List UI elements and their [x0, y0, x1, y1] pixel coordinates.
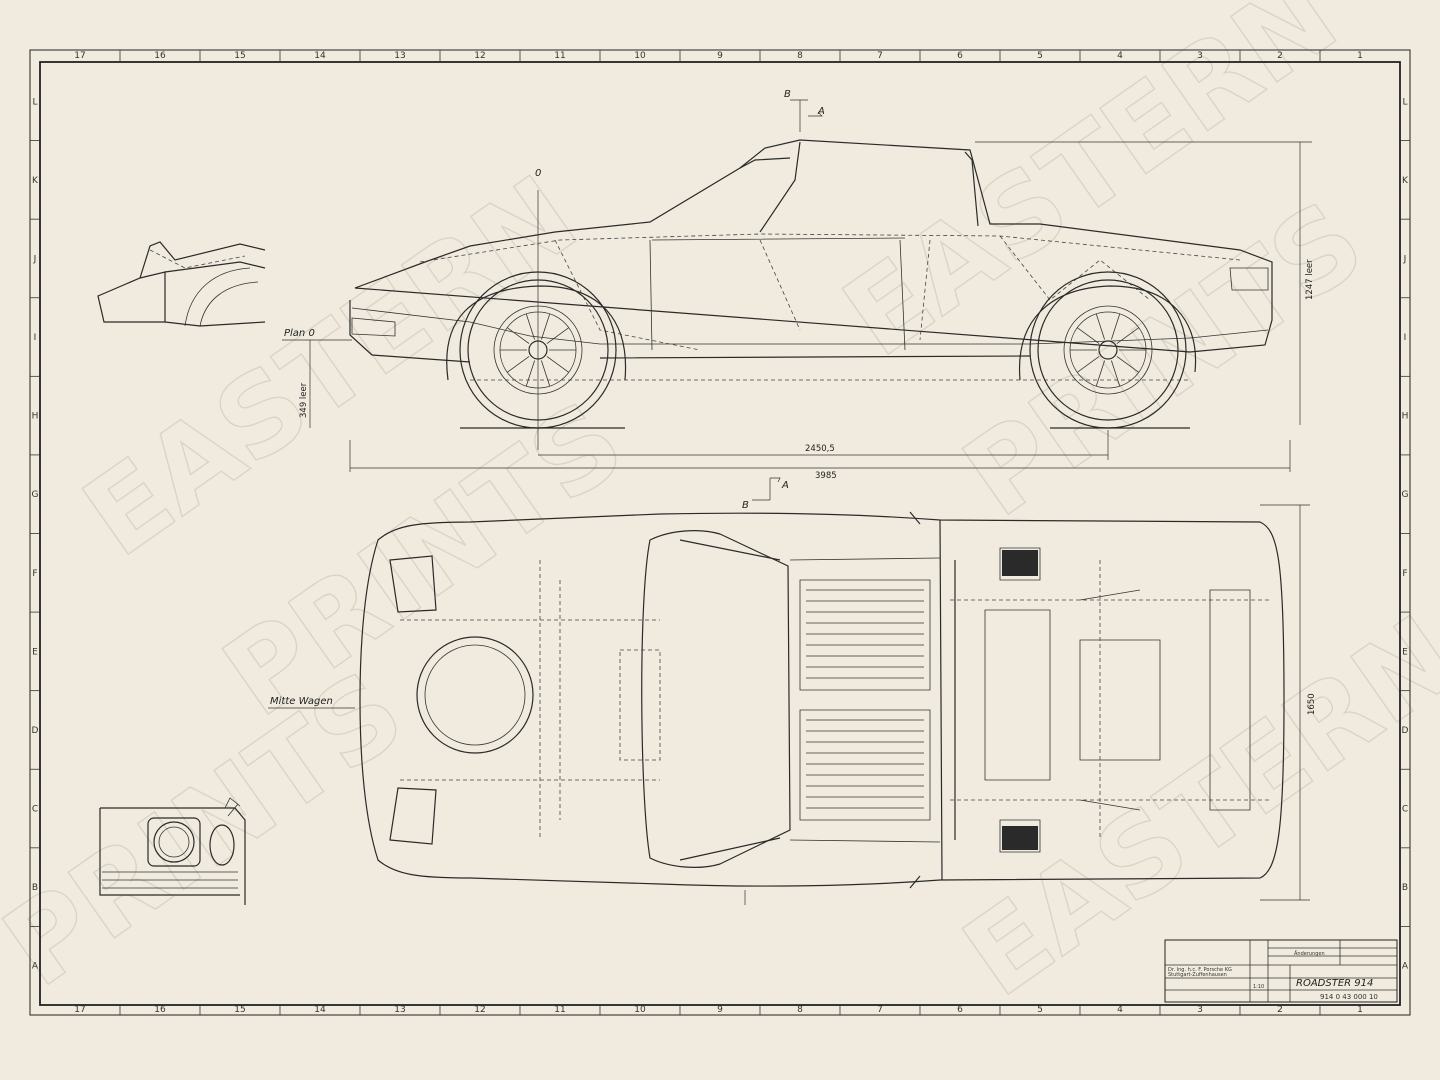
column-label-7: 7 [877, 51, 883, 61]
column-label-14: 14 [314, 51, 326, 61]
row-label-B: B [1402, 883, 1408, 893]
row-label-K: K [32, 176, 39, 186]
watermark-text-6: PRINTS [0, 647, 426, 1011]
title-block-header-note: Änderungen [1294, 950, 1325, 957]
column-label-11: 11 [554, 1005, 565, 1015]
title-block-number: 914 0 43 000 10 [1320, 993, 1378, 1001]
column-label-3: 3 [1197, 51, 1203, 61]
column-label-4: 4 [1117, 1005, 1123, 1015]
column-label-15: 15 [234, 51, 245, 61]
section-a-top: A [817, 106, 825, 117]
dim-length: 3985 [815, 471, 837, 481]
drawing-frame: 1717161615151414131312121111101099887766… [29, 49, 1411, 1016]
column-label-4: 4 [1117, 51, 1123, 61]
zero-marker: 0 [535, 168, 541, 179]
column-label-5: 5 [1037, 51, 1043, 61]
row-ticks: L L K K J J I I H H G G F F E E D D C C B B A A [30, 97, 1410, 972]
plan-zero-label: Plan 0 [284, 328, 315, 339]
column-label-3: 3 [1197, 1005, 1203, 1015]
row-label-H: H [1402, 412, 1409, 422]
row-label-B: B [32, 883, 38, 893]
column-ticks: 1717161615151414131312121111101099887766… [74, 50, 1363, 1015]
mitte-wagen-label: Mitte Wagen [270, 696, 333, 707]
column-label-6: 6 [957, 1005, 963, 1015]
headlight-detail-view [99, 797, 246, 905]
dim-width: 1650 [1307, 693, 1317, 715]
side-dimensions: 2450,5 3985 1247 leer 349 leer Plan 0 0 … [282, 89, 1315, 481]
title-block-scale: 1:10 [1253, 984, 1264, 990]
row-label-J: J [1403, 254, 1407, 264]
row-label-A: A [32, 962, 39, 972]
row-label-I: I [34, 333, 37, 343]
column-label-11: 11 [554, 51, 565, 61]
row-label-L: L [32, 97, 37, 107]
column-label-2: 2 [1277, 1005, 1283, 1015]
column-label-13: 13 [394, 1005, 405, 1015]
column-label-1: 1 [1357, 51, 1363, 61]
row-label-I: I [1404, 333, 1407, 343]
section-b-mid: B [742, 500, 749, 511]
row-label-C: C [1402, 805, 1408, 815]
row-label-D: D [1402, 726, 1409, 736]
section-b-top: B [784, 89, 791, 100]
front-detail-view [97, 241, 266, 327]
watermark: EASTERN PRINTS EASTERN PRINTS EASTERN PR… [0, 0, 1440, 1022]
column-label-16: 16 [154, 1005, 166, 1015]
row-label-K: K [1402, 176, 1409, 186]
row-label-J: J [33, 254, 37, 264]
column-label-13: 13 [394, 51, 405, 61]
column-label-9: 9 [717, 1005, 723, 1015]
column-label-14: 14 [314, 1005, 326, 1015]
row-label-E: E [1402, 647, 1408, 657]
row-label-D: D [32, 726, 39, 736]
row-label-E: E [32, 647, 38, 657]
column-label-5: 5 [1037, 1005, 1043, 1015]
dim-ground: 349 leer [299, 382, 309, 418]
seats [799, 579, 931, 821]
section-a-mid: A [781, 480, 789, 491]
column-label-10: 10 [634, 1005, 646, 1015]
column-label-1: 1 [1357, 1005, 1363, 1015]
row-label-G: G [32, 490, 39, 500]
dim-wheelbase: 2450,5 [805, 444, 835, 454]
column-label-17: 17 [74, 1005, 85, 1015]
row-label-F: F [1402, 569, 1407, 579]
column-label-9: 9 [717, 51, 723, 61]
column-label-15: 15 [234, 1005, 245, 1015]
column-label-17: 17 [74, 51, 85, 61]
row-label-A: A [1402, 962, 1409, 972]
title-block-company-city: Stuttgart-Zuffenhausen [1168, 972, 1227, 978]
side-view [349, 139, 1273, 429]
row-label-F: F [32, 569, 37, 579]
title-block: Änderungen Dr. Ing. h.c. F. Porsche KG S… [1164, 939, 1398, 1003]
title-block-title: ROADSTER 914 [1296, 978, 1373, 989]
column-label-7: 7 [877, 1005, 883, 1015]
top-dimensions: 1650 Mitte Wagen A B [268, 477, 1317, 905]
row-label-G: G [1402, 490, 1409, 500]
row-label-L: L [1402, 97, 1407, 107]
row-label-H: H [32, 412, 39, 422]
column-label-10: 10 [634, 51, 646, 61]
column-label-12: 12 [474, 1005, 485, 1015]
title-block-company: Dr. Ing. h.c. F. Porsche KG [1168, 967, 1232, 973]
column-label-8: 8 [797, 1005, 803, 1015]
top-view [359, 511, 1285, 889]
column-label-16: 16 [154, 51, 166, 61]
dim-height: 1247 leer [1305, 259, 1315, 300]
column-label-8: 8 [797, 51, 803, 61]
column-label-12: 12 [474, 51, 485, 61]
column-label-2: 2 [1277, 51, 1283, 61]
column-label-6: 6 [957, 51, 963, 61]
row-label-C: C [32, 805, 38, 815]
